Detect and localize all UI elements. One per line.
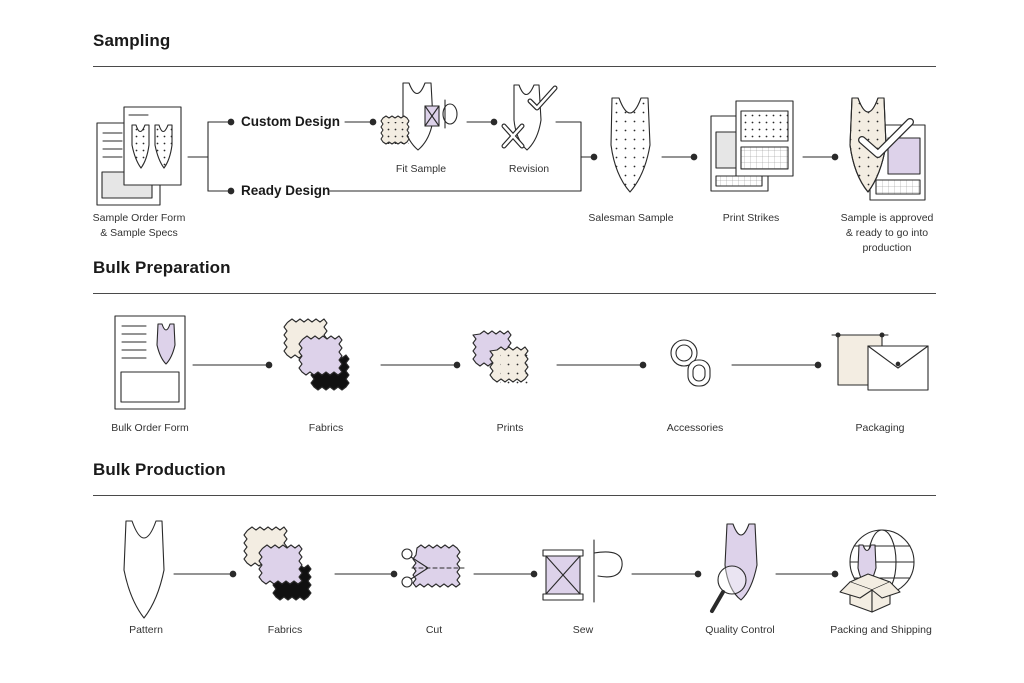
divider-bulk-production bbox=[93, 495, 936, 496]
branch-connector bbox=[187, 121, 229, 192]
section-title-bulk-preparation: Bulk Preparation bbox=[93, 258, 231, 277]
step-label-salesman-sample: Salesman Sample bbox=[588, 212, 674, 224]
swimsuit-icon bbox=[513, 84, 542, 151]
node-dot bbox=[369, 118, 377, 126]
node-dot bbox=[390, 570, 398, 578]
step-label-print-strikes: Print Strikes bbox=[722, 212, 780, 224]
step-label-pattern: Pattern bbox=[129, 624, 163, 636]
divider-bulk-preparation bbox=[93, 293, 936, 294]
step-label-fabrics-production: Fabrics bbox=[267, 624, 303, 636]
step-label-bulk-order-form: Bulk Order Form bbox=[111, 422, 189, 434]
node-dot bbox=[265, 361, 273, 369]
step-label-fabrics: Fabrics bbox=[308, 422, 344, 434]
x-mark-icon bbox=[501, 123, 525, 149]
document-icon bbox=[114, 315, 186, 410]
step-label-sew: Sew bbox=[572, 624, 594, 636]
node-dot bbox=[831, 153, 839, 161]
fabric-swatch-icon bbox=[243, 526, 312, 601]
node-dot bbox=[590, 153, 598, 161]
swimsuit-icon bbox=[610, 97, 651, 193]
step-label-quality-control: Quality Control bbox=[705, 624, 775, 636]
node-dot bbox=[831, 570, 839, 578]
swimsuit-icon bbox=[123, 520, 165, 619]
step-label-prints: Prints bbox=[496, 422, 524, 434]
step-label-cut: Cut bbox=[425, 624, 443, 636]
node-dot bbox=[227, 187, 235, 195]
divider-sampling bbox=[93, 66, 936, 67]
node-dot bbox=[639, 361, 647, 369]
fabric-swatch-icon bbox=[380, 115, 410, 145]
node-dot bbox=[490, 118, 498, 126]
node-dot bbox=[229, 570, 237, 578]
step-label-packing-shipping: Packing and Shipping bbox=[830, 624, 932, 636]
magnifier-icon bbox=[710, 565, 747, 613]
section-title-bulk-production: Bulk Production bbox=[93, 460, 226, 479]
branch-label-custom-design: Custom Design bbox=[241, 114, 341, 129]
spool-icon bbox=[542, 549, 584, 601]
step-label-packaging: Packaging bbox=[855, 422, 905, 434]
step-label-revision: Revision bbox=[508, 163, 550, 175]
fabric-swatch-icon bbox=[411, 544, 465, 588]
swimsuit-icon bbox=[131, 124, 173, 169]
node-dot bbox=[453, 361, 461, 369]
envelope-icon bbox=[867, 345, 929, 391]
fabric-swatch-icon bbox=[283, 318, 350, 391]
needle-icon bbox=[593, 539, 623, 603]
step-label-sample-order-form: Sample Order Form & Sample Specs bbox=[92, 212, 186, 239]
spool-icon bbox=[424, 105, 440, 127]
node-dot bbox=[814, 361, 822, 369]
branch-label-ready-design: Ready Design bbox=[241, 183, 331, 198]
step-label-fit-sample: Fit Sample bbox=[395, 163, 447, 175]
rings-icon bbox=[670, 339, 711, 387]
step-label-sample-approved: Sample is approved & ready to go into pr… bbox=[840, 212, 934, 254]
swimsuit-icon bbox=[724, 523, 758, 601]
scissors-icon bbox=[401, 548, 429, 588]
node-dot bbox=[690, 153, 698, 161]
print-sheet-icon bbox=[710, 100, 794, 192]
checkmark-icon bbox=[527, 85, 558, 111]
node-dot bbox=[227, 118, 235, 126]
checkmark-icon bbox=[858, 118, 914, 158]
needle-icon bbox=[442, 99, 458, 129]
section-title-sampling: Sampling bbox=[93, 31, 171, 50]
fabric-swatch-icon bbox=[472, 330, 534, 385]
box-icon bbox=[839, 573, 901, 613]
connector-line bbox=[329, 121, 582, 192]
node-dot bbox=[694, 570, 702, 578]
node-dot bbox=[530, 570, 538, 578]
step-label-accessories: Accessories bbox=[666, 422, 724, 434]
